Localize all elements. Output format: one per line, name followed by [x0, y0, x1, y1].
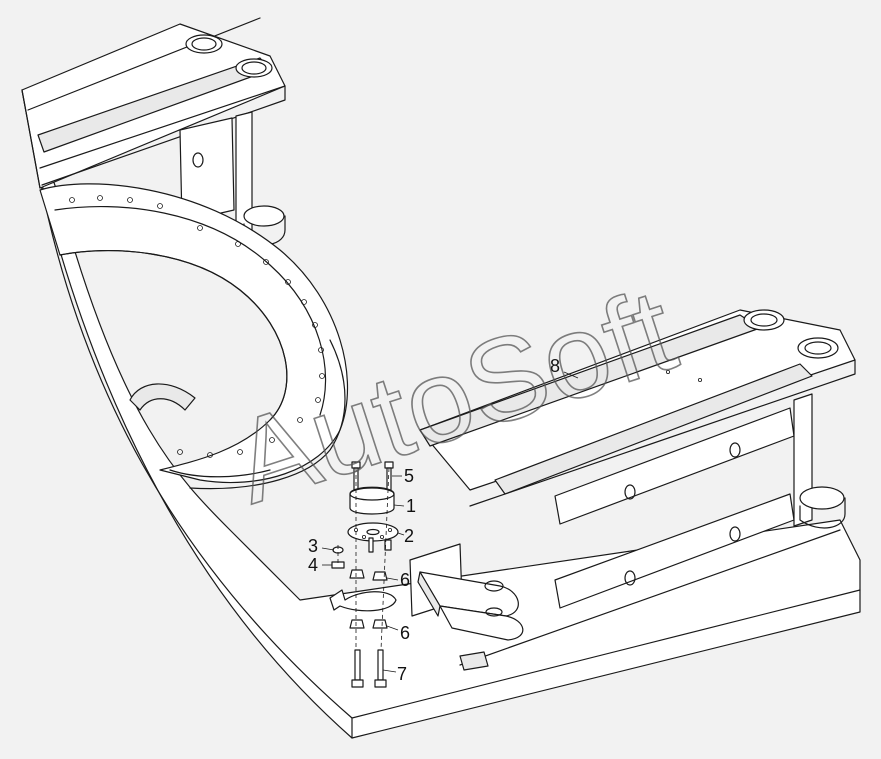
bolt-7 — [351, 649, 387, 688]
callout-labels: 5 1 2 3 4 6 6 7 8 — [308, 356, 560, 684]
callout-6-lower: 6 — [400, 623, 410, 643]
callout-1: 1 — [406, 496, 416, 516]
nut-6-lower — [349, 619, 388, 629]
callout-6-upper: 6 — [400, 570, 410, 590]
lug-bracket — [409, 543, 524, 641]
cap-1 — [349, 486, 395, 515]
slewing-ring — [39, 183, 349, 490]
callout-2: 2 — [404, 526, 414, 546]
studs — [368, 537, 392, 553]
frame-plate — [21, 89, 861, 739]
upper-rail — [21, 17, 286, 246]
nut-4 — [331, 561, 345, 569]
exploded-hardware — [329, 461, 399, 688]
right-rail — [419, 309, 856, 671]
callout-5: 5 — [404, 466, 414, 486]
callout-7: 7 — [397, 664, 407, 684]
ring-bolt-holes — [69, 195, 325, 458]
callout-8: 8 — [550, 356, 560, 376]
callout-4: 4 — [308, 555, 318, 575]
plate-2 — [347, 522, 399, 542]
nut-6-upper — [349, 569, 388, 581]
mount-bracket — [329, 589, 397, 612]
callout-3: 3 — [308, 536, 318, 556]
leader-lines — [321, 371, 579, 673]
